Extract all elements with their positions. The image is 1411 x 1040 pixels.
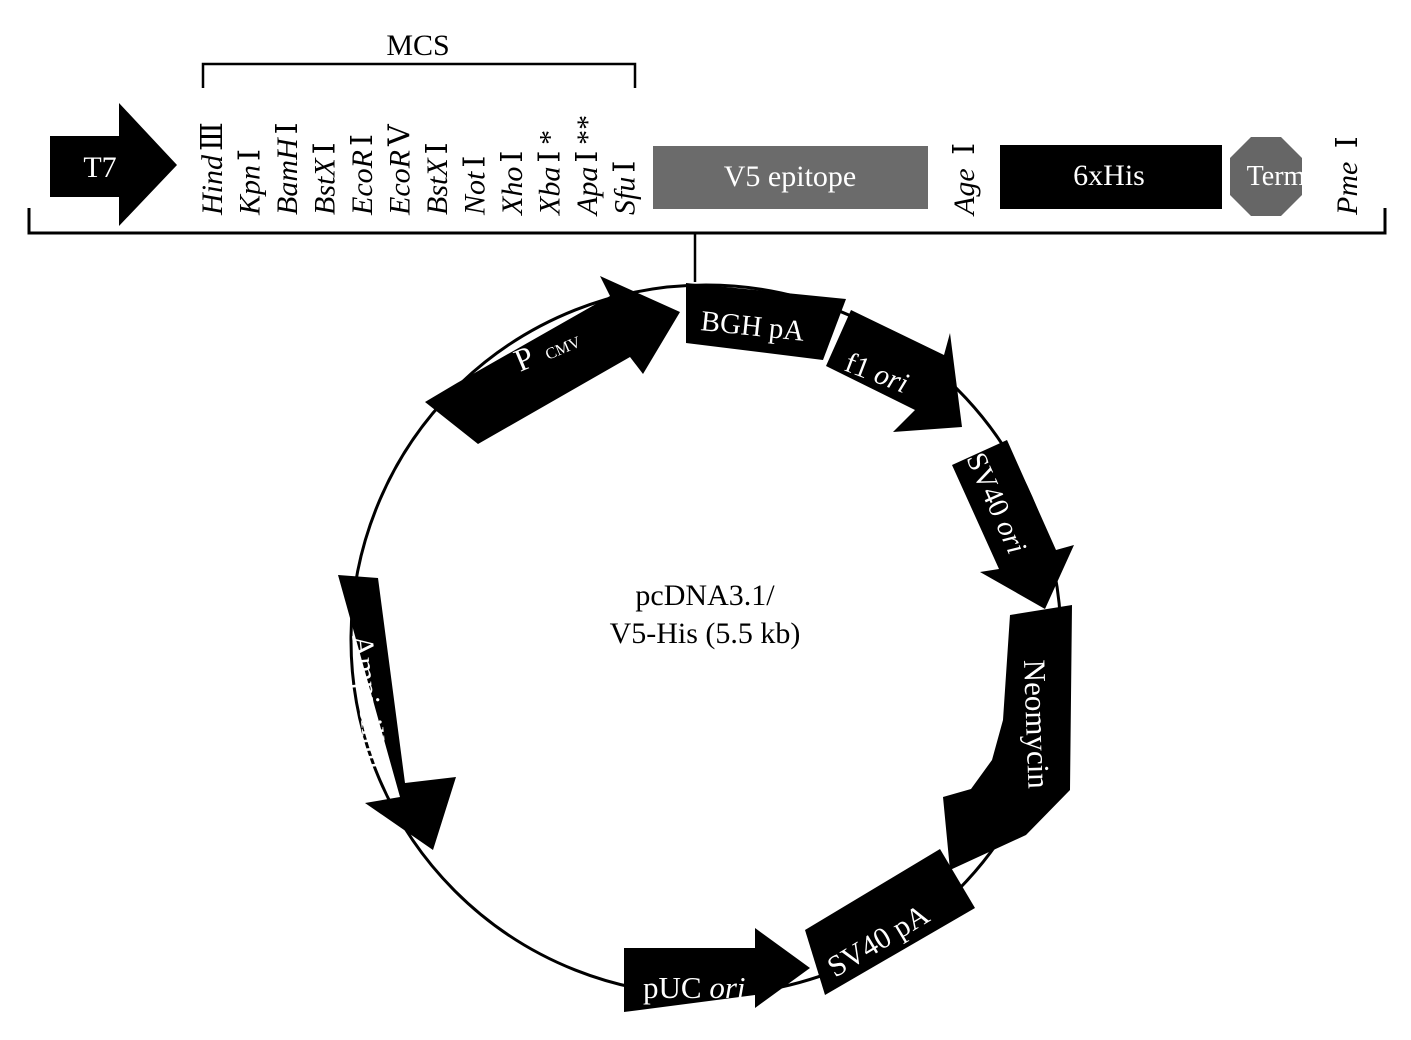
mcs-site-suffix: Ⅰ: [534, 151, 567, 163]
mcs-site-suffix: Ⅰ: [609, 161, 642, 173]
mcs-site-suffix: Ⅰ: [346, 134, 379, 146]
term-label: Term: [1247, 161, 1306, 192]
mcs-site-name: BamH: [271, 136, 304, 215]
neomycin-label: Neomycin: [1017, 659, 1057, 790]
his-tag-label: 6xHis: [1073, 159, 1145, 192]
puc-ori-ital: ori: [709, 970, 745, 1005]
v5-epitope-label: V5 epitope: [724, 160, 856, 193]
linear-map-frame: [27, 208, 1387, 235]
mcs-title: MCS: [386, 29, 449, 62]
his-tag-box: [1000, 145, 1222, 209]
pme-site-name: Pme: [1331, 162, 1364, 216]
sv40-pa-block: [805, 849, 975, 995]
mcs-site-name: Kpn: [234, 165, 267, 216]
mcs-site-label: Not Ⅰ: [459, 156, 492, 216]
mcs-site-name: Hind: [196, 154, 229, 216]
mcs-site-suffix: Ⅲ: [196, 122, 229, 151]
mcs-site-label: EcoR Ⅰ: [346, 134, 379, 216]
mcs-site-label: BstX Ⅰ: [309, 142, 342, 215]
mcs-site-name: BstX: [309, 157, 342, 215]
mcs-site-mark: *: [534, 130, 567, 145]
plasmid-name-line1: pcDNA3.1/: [635, 579, 775, 612]
mcs-site-name: EcoR: [384, 150, 417, 216]
mcs-site-label: BamH Ⅰ: [271, 122, 304, 215]
age-site-suffix: Ⅰ: [948, 143, 981, 155]
mcs-site-name: Apa: [571, 167, 604, 217]
mcs-site-suffix: Ⅰ: [421, 142, 454, 154]
sv40-ori-arrow: [952, 440, 1074, 609]
mcs-site-name: Xho: [496, 167, 529, 216]
ampicillin-arrow: [338, 575, 456, 850]
pcmv-arrow: [425, 276, 680, 444]
t7-arrow: [50, 103, 177, 226]
mcs-site-label: Xho Ⅰ: [496, 151, 529, 216]
mcs-site-label: Hind Ⅲ: [196, 122, 229, 216]
mcs-site-label: Apa Ⅰ **: [571, 115, 604, 217]
mcs-site-label: Sfu Ⅰ: [609, 161, 642, 215]
mcs-site-name: Sfu: [609, 177, 642, 215]
term-octagon: [1230, 137, 1302, 216]
mcs-site-suffix: Ⅰ: [496, 151, 529, 163]
mcs-site-suffix: Ⅰ: [459, 156, 492, 168]
age-site-name: Age: [948, 168, 981, 217]
bgh-pa-block: [686, 283, 846, 360]
mcs-bracket: [201, 62, 637, 88]
mcs-site-suffix: Ⅰ: [271, 122, 304, 134]
neomycin-arrow: [943, 605, 1072, 870]
mcs-site-label: Kpn Ⅰ: [234, 149, 267, 216]
mcs-site-name: BstX: [421, 157, 454, 215]
mcs-site-label: EcoR Ⅴ: [384, 123, 417, 216]
t7-label: T7: [83, 151, 116, 184]
mcs-site-mark: **: [571, 115, 604, 145]
mcs-site-name: EcoR: [346, 150, 379, 216]
age-site-label: Age Ⅰ: [948, 143, 981, 217]
v5-epitope-box: [653, 146, 928, 209]
puc-ori-arrow: [624, 928, 810, 1012]
pme-site-label: Pme Ⅰ: [1331, 136, 1364, 216]
pme-site-suffix: Ⅰ: [1331, 136, 1364, 148]
mcs-site-suffix: Ⅰ: [309, 142, 342, 154]
plasmid-name-line2: V5-His (5.5 kb): [610, 617, 801, 650]
f1-ori-arrow: [826, 310, 962, 432]
circular-map: P CMV BGH pA f1 ori SV40 ori Neomycin SV…: [338, 276, 1074, 1012]
mcs-site-suffix: Ⅰ: [571, 151, 604, 163]
mcs-site-label: Xba Ⅰ *: [534, 130, 567, 216]
mcs-site-suffix: Ⅰ: [234, 149, 267, 161]
puc-ori-label: pUC ori: [643, 970, 746, 1005]
puc-ori-main: pUC: [643, 970, 709, 1005]
mcs-site-label: BstX Ⅰ: [421, 142, 454, 215]
mcs-site-suffix: Ⅴ: [384, 123, 417, 147]
mcs-site-name: Not: [459, 171, 492, 216]
mcs-site-name: Xba: [534, 167, 567, 216]
